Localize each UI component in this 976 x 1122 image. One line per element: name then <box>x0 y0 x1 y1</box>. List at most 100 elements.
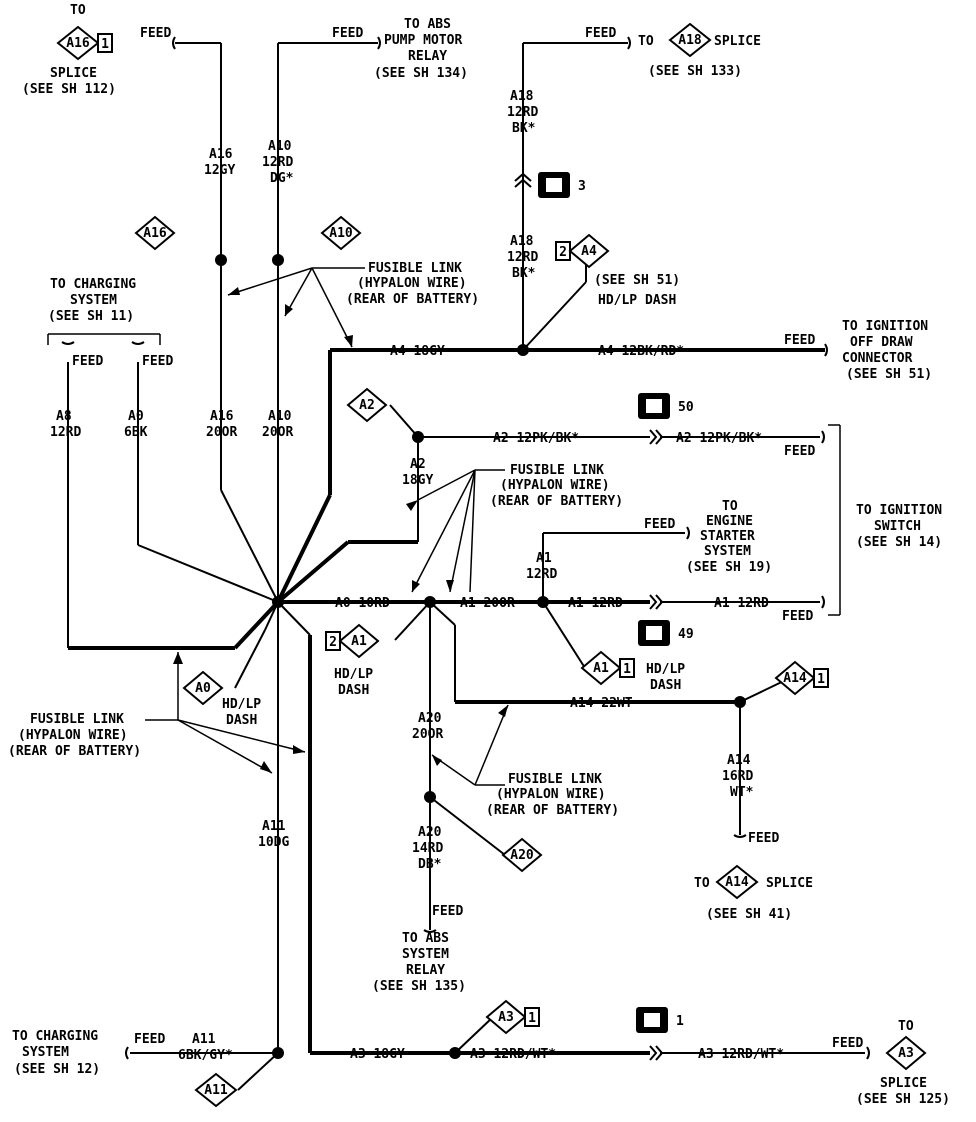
label-fusible-link-2: FUSIBLE LINK (HYPALON WIRE) (REAR OF BAT… <box>490 463 623 509</box>
junction-dot-icon <box>424 596 436 608</box>
junction-dot-icon <box>272 596 284 608</box>
svg-text:2: 2 <box>559 245 567 260</box>
svg-text:(HYPALON WIRE): (HYPALON WIRE) <box>18 728 128 743</box>
junction-dot-icon <box>412 431 424 443</box>
label-ignition-switch: TO IGNITION SWITCH (SEE SH 14) <box>856 503 942 550</box>
splice-a16-top[interactable]: A16 1 <box>56 25 113 61</box>
svg-text:(REAR OF BATTERY): (REAR OF BATTERY) <box>486 803 619 818</box>
feed-arrow-icon <box>686 526 690 540</box>
svg-text:A18: A18 <box>678 33 702 48</box>
splice-a10[interactable]: A10 <box>320 215 362 251</box>
splice-a14-bottom[interactable]: A14 <box>715 864 759 900</box>
svg-text:A2 12PK/BK*: A2 12PK/BK* <box>493 431 579 446</box>
svg-text:A3: A3 <box>498 1010 514 1025</box>
feed-arrow-icon <box>125 1046 129 1060</box>
splice-a4[interactable]: 2 A4 <box>555 233 610 269</box>
junction-dot-icon <box>449 1047 461 1059</box>
svg-text:A0: A0 <box>195 681 211 696</box>
svg-text:A3 18GY: A3 18GY <box>350 1047 405 1062</box>
svg-text:A14 22WT: A14 22WT <box>570 696 633 711</box>
svg-text:(SEE SH 125): (SEE SH 125) <box>856 1092 950 1107</box>
splice-a20[interactable]: A20 <box>501 837 543 873</box>
feed-label: FEED <box>784 444 815 459</box>
splice-a18-top[interactable]: A18 <box>668 22 712 58</box>
svg-text:A4 12BK/RD*: A4 12BK/RD* <box>598 344 684 359</box>
feed-label: FEED <box>332 26 363 41</box>
feed-label: FEED <box>142 354 173 369</box>
svg-text:(SEE SH 11): (SEE SH 11) <box>48 309 134 324</box>
junction-dot-icon <box>537 596 549 608</box>
svg-text:TO ABS: TO ABS <box>404 17 451 32</box>
svg-text:DB*: DB* <box>418 857 442 872</box>
svg-text:6BK: 6BK <box>124 425 148 440</box>
junction-dot-icon <box>517 344 529 356</box>
connector-badge-3[interactable]: 3 <box>538 172 586 198</box>
wire-a2-splice <box>389 404 419 438</box>
svg-text:BK*: BK* <box>512 266 536 281</box>
svg-text:TO: TO <box>638 34 654 49</box>
connector-badge-49[interactable]: 49 <box>638 620 694 646</box>
svg-text:BK*: BK* <box>512 121 536 136</box>
svg-text:20OR: 20OR <box>262 425 293 440</box>
splice-a1[interactable]: A1 1 <box>580 650 635 686</box>
connector-badge-1[interactable]: 1 <box>636 1007 684 1033</box>
splice-a14[interactable]: A14 1 <box>774 660 829 696</box>
svg-text:(SEE SH 112): (SEE SH 112) <box>22 82 116 97</box>
svg-text:SPLICE: SPLICE <box>50 66 97 81</box>
splice-a3[interactable]: A3 1 <box>485 999 540 1035</box>
svg-text:TO CHARGING: TO CHARGING <box>50 277 136 292</box>
label-charging-bottom: TO CHARGING SYSTEM (SEE SH 12) FEED <box>12 1029 165 1077</box>
svg-text:(REAR OF BATTERY): (REAR OF BATTERY) <box>8 744 141 759</box>
svg-text:TO ABS: TO ABS <box>402 931 449 946</box>
splice-a1-hdlp[interactable]: 2 A1 <box>325 623 380 659</box>
diamond-splice-icon <box>715 864 759 900</box>
svg-text:12GY: 12GY <box>204 163 235 178</box>
splice-a3-right[interactable]: A3 <box>885 1035 927 1071</box>
svg-text:A20: A20 <box>418 825 442 840</box>
feed-label: FEED <box>784 333 815 348</box>
svg-text:A18: A18 <box>510 234 534 249</box>
svg-text:(SEE SH 134): (SEE SH 134) <box>374 66 468 81</box>
svg-text:HD/LP: HD/LP <box>646 662 685 677</box>
svg-text:PUMP MOTOR: PUMP MOTOR <box>384 33 462 48</box>
svg-text:DG*: DG* <box>270 171 294 186</box>
inline-connector <box>514 172 532 188</box>
svg-text:20OR: 20OR <box>412 727 443 742</box>
svg-text:OFF DRAW: OFF DRAW <box>850 335 913 350</box>
wire-a3-splice <box>454 1016 494 1054</box>
diamond-splice-icon <box>668 22 712 58</box>
wire-a1-splice <box>542 601 586 669</box>
svg-text:(REAR OF BATTERY): (REAR OF BATTERY) <box>346 292 479 307</box>
svg-text:(SEE SH 51): (SEE SH 51) <box>846 367 932 382</box>
svg-text:A1: A1 <box>351 634 367 649</box>
fusible-link-arrows <box>173 287 508 773</box>
splice-a11[interactable]: A11 <box>194 1072 238 1108</box>
feed-arrow-icon <box>866 1046 870 1060</box>
label-abs-system: FEED TO ABS SYSTEM RELAY (SEE SH 135) <box>372 904 466 994</box>
splice-a2[interactable]: A2 <box>346 387 388 423</box>
svg-text:A20: A20 <box>418 711 442 726</box>
feed-label: FEED <box>72 354 103 369</box>
svg-text:SYSTEM: SYSTEM <box>704 544 751 559</box>
svg-text:1: 1 <box>676 1014 684 1029</box>
svg-text:A4 18GY: A4 18GY <box>390 344 445 359</box>
splice-a16[interactable]: A16 <box>134 215 176 251</box>
svg-text:(HYPALON WIRE): (HYPALON WIRE) <box>500 478 610 493</box>
svg-text:FUSIBLE LINK: FUSIBLE LINK <box>510 463 604 478</box>
feed-label: FEED <box>140 26 171 41</box>
svg-text:RELAY: RELAY <box>408 49 447 64</box>
svg-text:ENGINE: ENGINE <box>706 514 753 529</box>
connector-badge-50[interactable]: 50 <box>638 393 694 419</box>
svg-text:A3: A3 <box>898 1046 914 1061</box>
svg-text:(SEE SH 133): (SEE SH 133) <box>648 64 742 79</box>
svg-text:SYSTEM: SYSTEM <box>22 1045 69 1060</box>
svg-text:A18: A18 <box>510 89 534 104</box>
splice-a0[interactable]: A0 <box>182 670 224 706</box>
diamond-splice-icon <box>885 1035 927 1071</box>
svg-text:DASH: DASH <box>338 683 369 698</box>
svg-text:A0 10RD: A0 10RD <box>335 596 390 611</box>
svg-text:3: 3 <box>578 179 586 194</box>
svg-text:(SEE SH 14): (SEE SH 14) <box>856 535 942 550</box>
wire-a11-splice <box>237 1052 279 1091</box>
